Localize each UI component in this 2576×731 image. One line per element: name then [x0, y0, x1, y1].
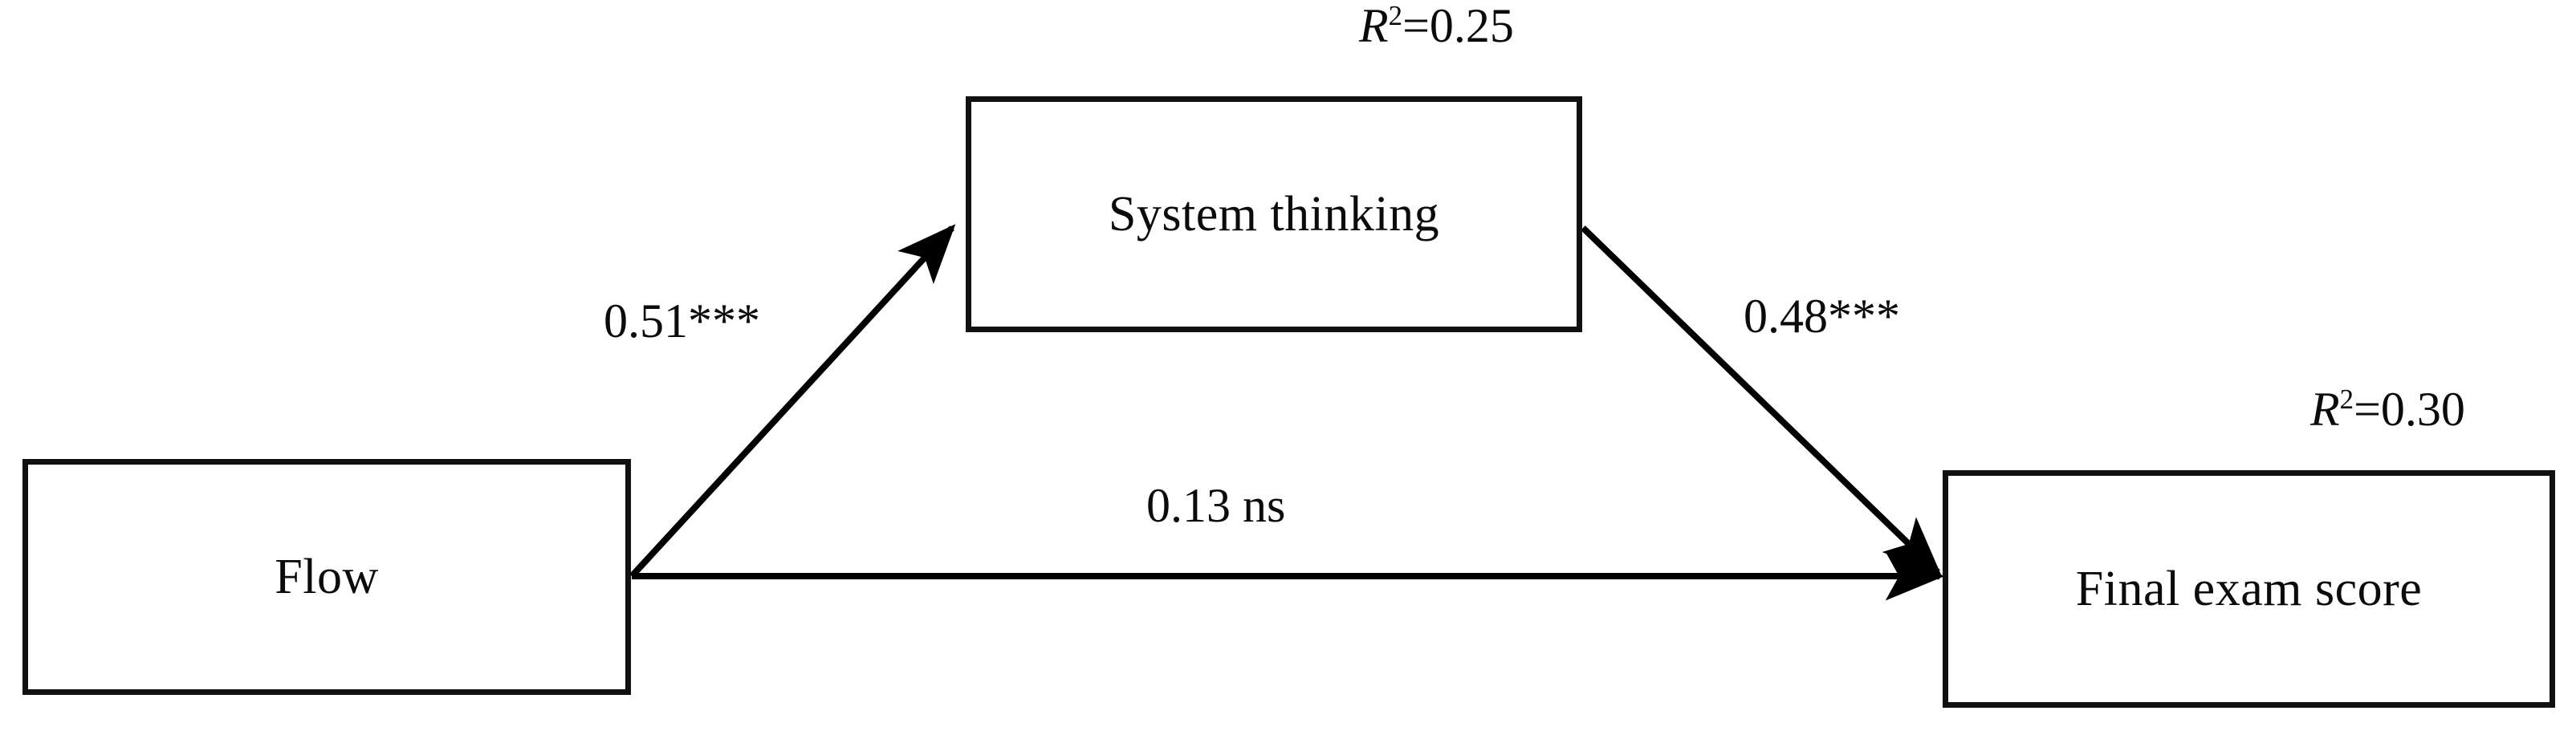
path-coefficient-value: 0.51 — [604, 294, 688, 347]
path-coefficient-value: 0.48 — [1744, 290, 1828, 343]
node-system-thinking-label: System thinking — [1108, 187, 1440, 242]
node-final-exam-score-label: Final exam score — [2075, 562, 2423, 616]
path-coefficient-label: 0.13 ns — [1146, 479, 1286, 532]
node-flow-label: Flow — [275, 550, 379, 604]
r-squared-value: 0.25 — [1429, 0, 1514, 52]
r-squared-equals: = — [1402, 0, 1430, 52]
r-squared-exponent: 2 — [1388, 0, 1403, 31]
path-coefficient-flow-to-system-thinking: 0.51*** — [604, 297, 760, 345]
path-significance-marker: *** — [688, 294, 760, 347]
r-squared-symbol: R — [2310, 383, 2340, 436]
arrow-system-thinking-to-final-exam — [1581, 225, 1942, 576]
path-significance-marker: *** — [1828, 290, 1900, 343]
r-squared-value: 0.30 — [2380, 383, 2465, 436]
r-squared-label-final-exam-score: R2=0.30 — [2310, 385, 2465, 433]
node-flow[interactable]: Flow — [22, 459, 631, 695]
r-squared-label-system-thinking: R2=0.25 — [1359, 2, 1514, 50]
node-system-thinking[interactable]: System thinking — [966, 96, 1582, 332]
r-squared-symbol: R — [1359, 0, 1389, 52]
path-coefficient-flow-to-final-exam: 0.13 ns — [1146, 481, 1285, 530]
node-final-exam-score[interactable]: Final exam score — [1943, 470, 2555, 708]
r-squared-equals: = — [2354, 383, 2381, 436]
r-squared-exponent: 2 — [2339, 384, 2354, 415]
path-coefficient-system-thinking-to-final-exam: 0.48*** — [1744, 292, 1900, 340]
arrow-flow-to-system-thinking — [629, 224, 956, 579]
